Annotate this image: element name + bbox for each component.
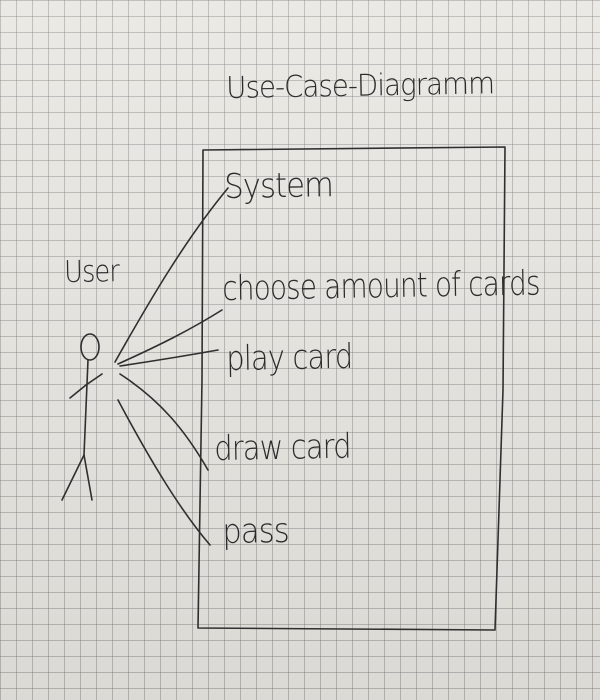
system-boundary <box>197 146 506 631</box>
actor-body <box>83 359 89 456</box>
system-label: System <box>223 165 334 207</box>
association-choose-amount-of-cards <box>117 309 223 365</box>
actor-leg-right <box>83 454 93 501</box>
association-lines <box>114 187 229 546</box>
association-pass <box>117 399 211 546</box>
stick-figure-actor <box>61 333 103 501</box>
use-case-play-card: play card <box>225 336 353 379</box>
association-system <box>114 187 229 363</box>
actor-leg-left <box>61 454 85 501</box>
association-draw-card <box>119 373 209 471</box>
diagram-title: Use-Case-Diagramm <box>225 66 495 106</box>
use-case-pass: pass <box>221 510 290 552</box>
association-play-card <box>119 349 219 367</box>
use-case-draw-card: draw card <box>213 426 352 469</box>
actor-arm-right <box>85 373 103 386</box>
use-case-choose-amount-of-cards: choose amount of cards <box>221 263 540 309</box>
actor-label: User <box>63 254 120 290</box>
actor-head <box>80 333 100 361</box>
actor-arm-left <box>69 384 87 399</box>
